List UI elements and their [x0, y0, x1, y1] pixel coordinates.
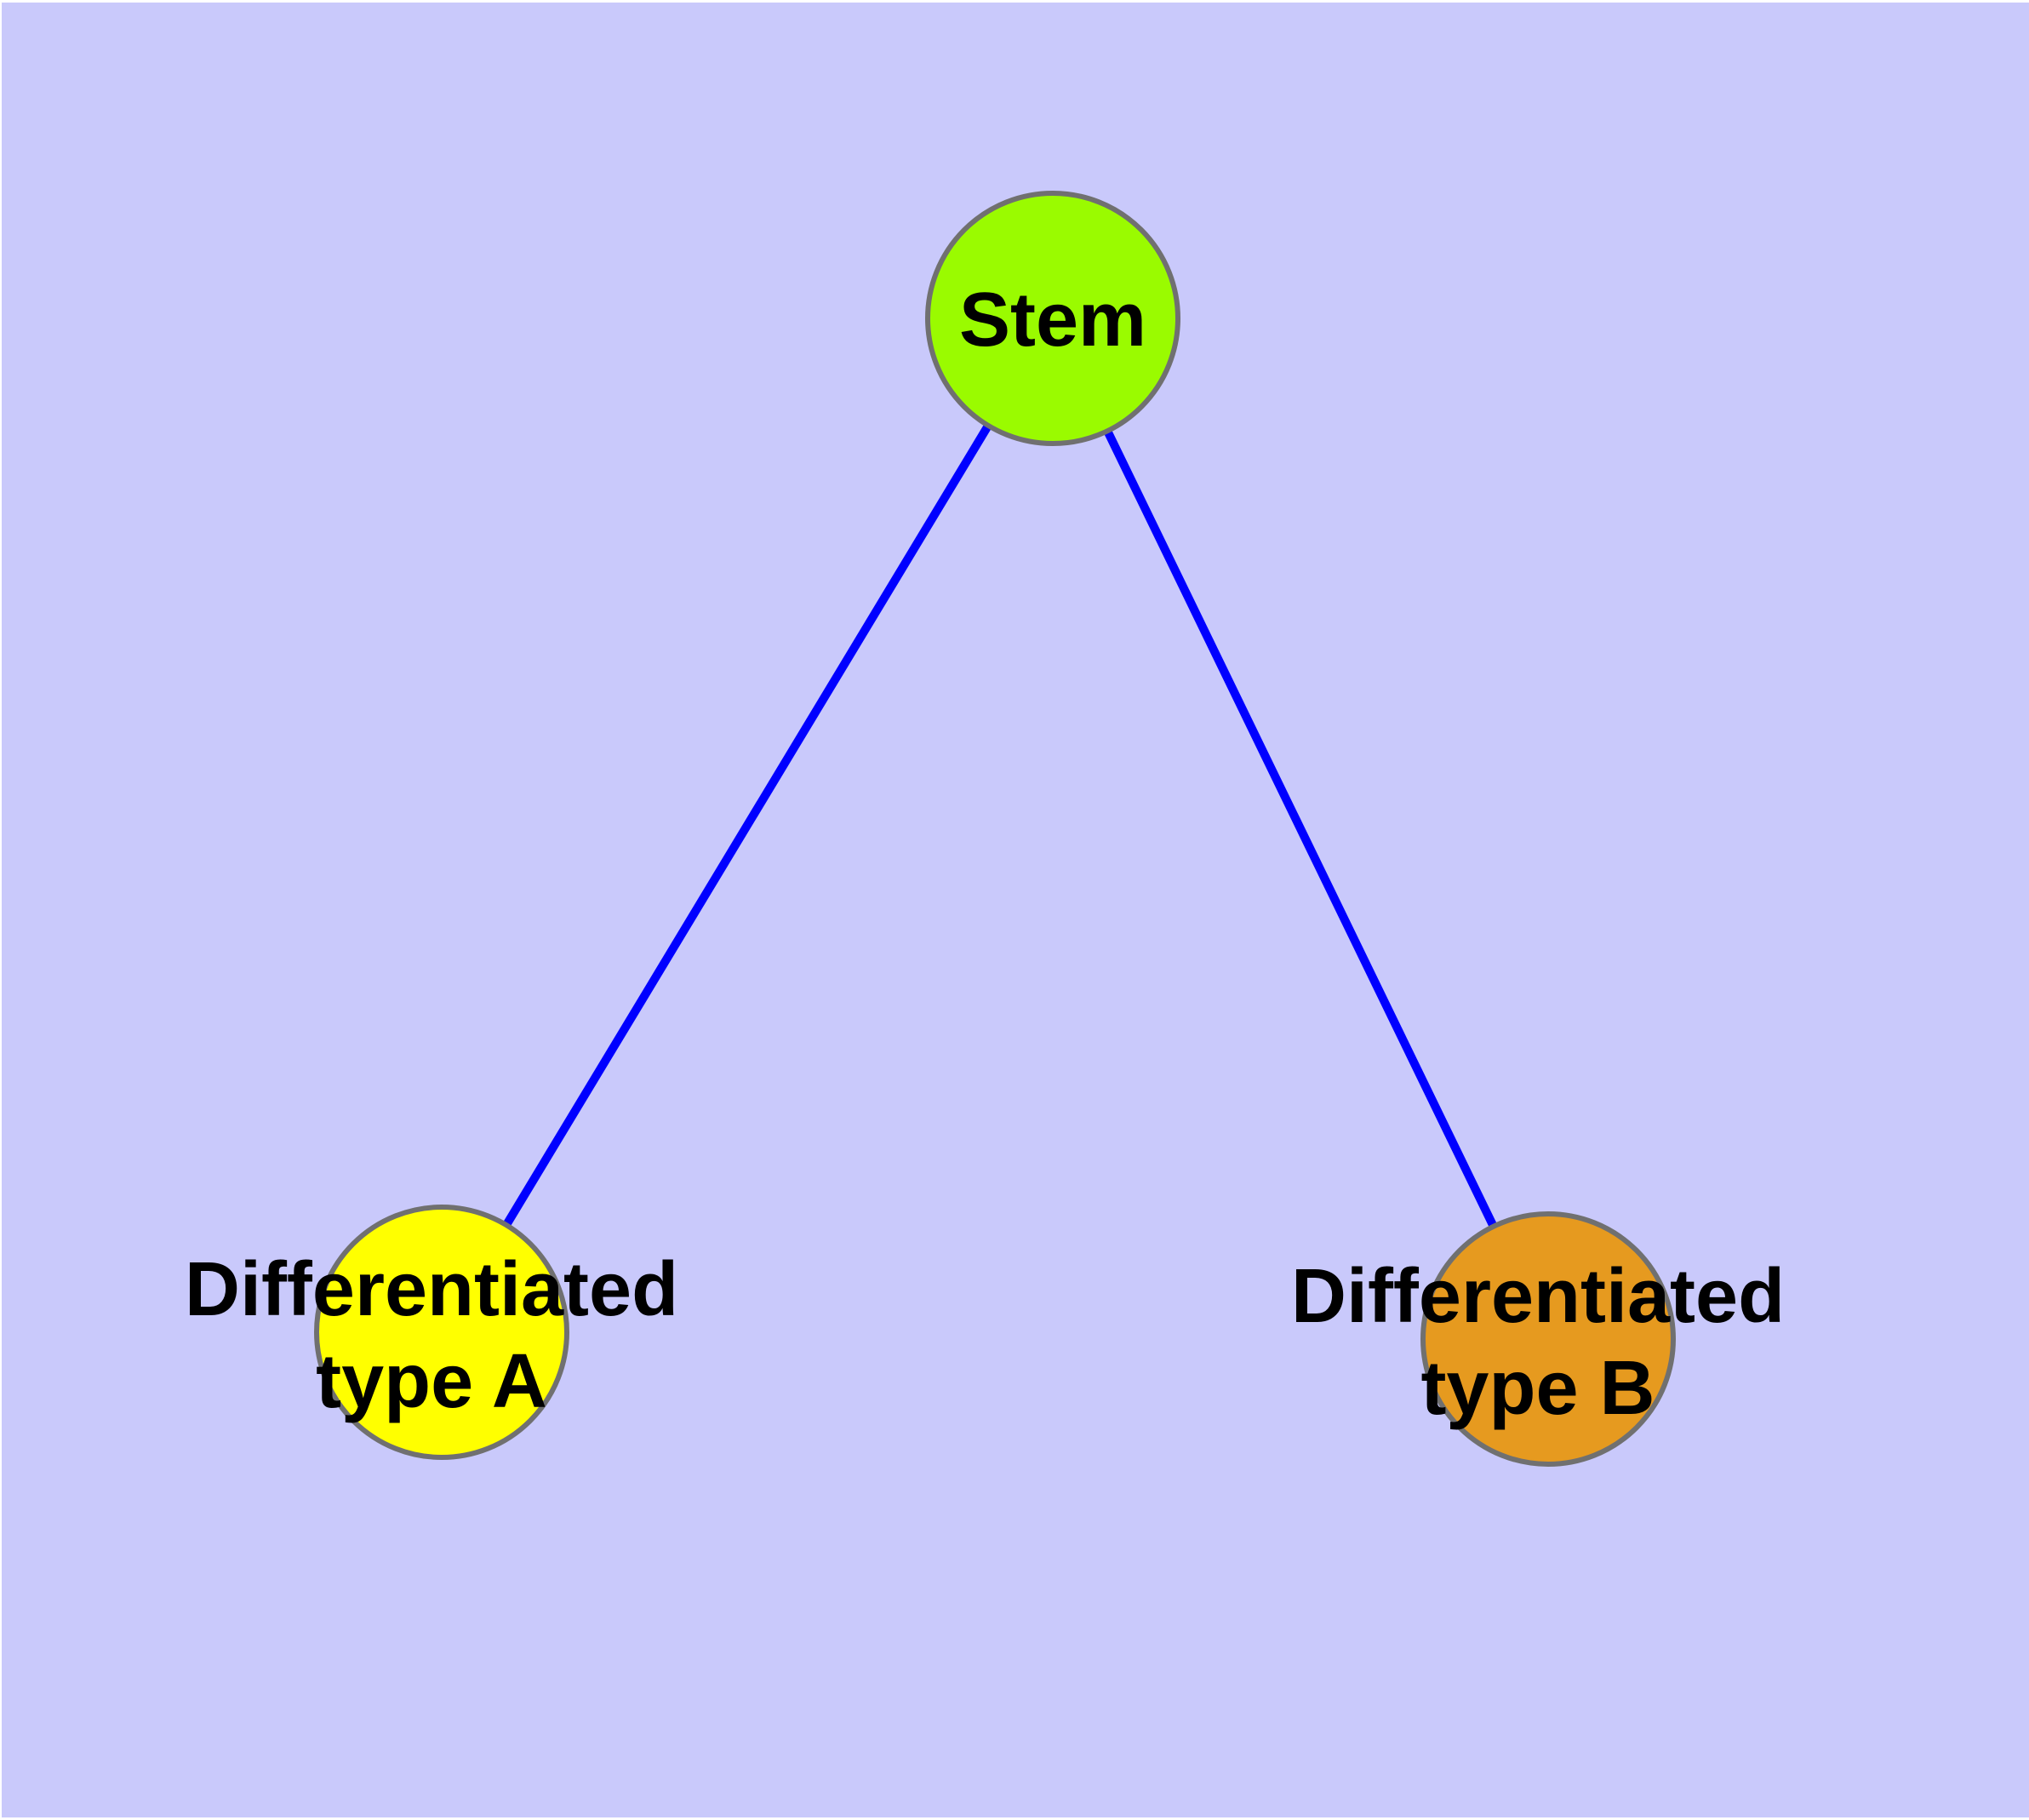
edge-stem-to-type-a: [437, 316, 1057, 1335]
node-stem: [925, 191, 1180, 446]
node-differentiated-type-b: [1420, 1211, 1676, 1467]
edge-stem-to-type-b: [1049, 316, 1552, 1342]
node-differentiated-type-a: [314, 1205, 569, 1460]
